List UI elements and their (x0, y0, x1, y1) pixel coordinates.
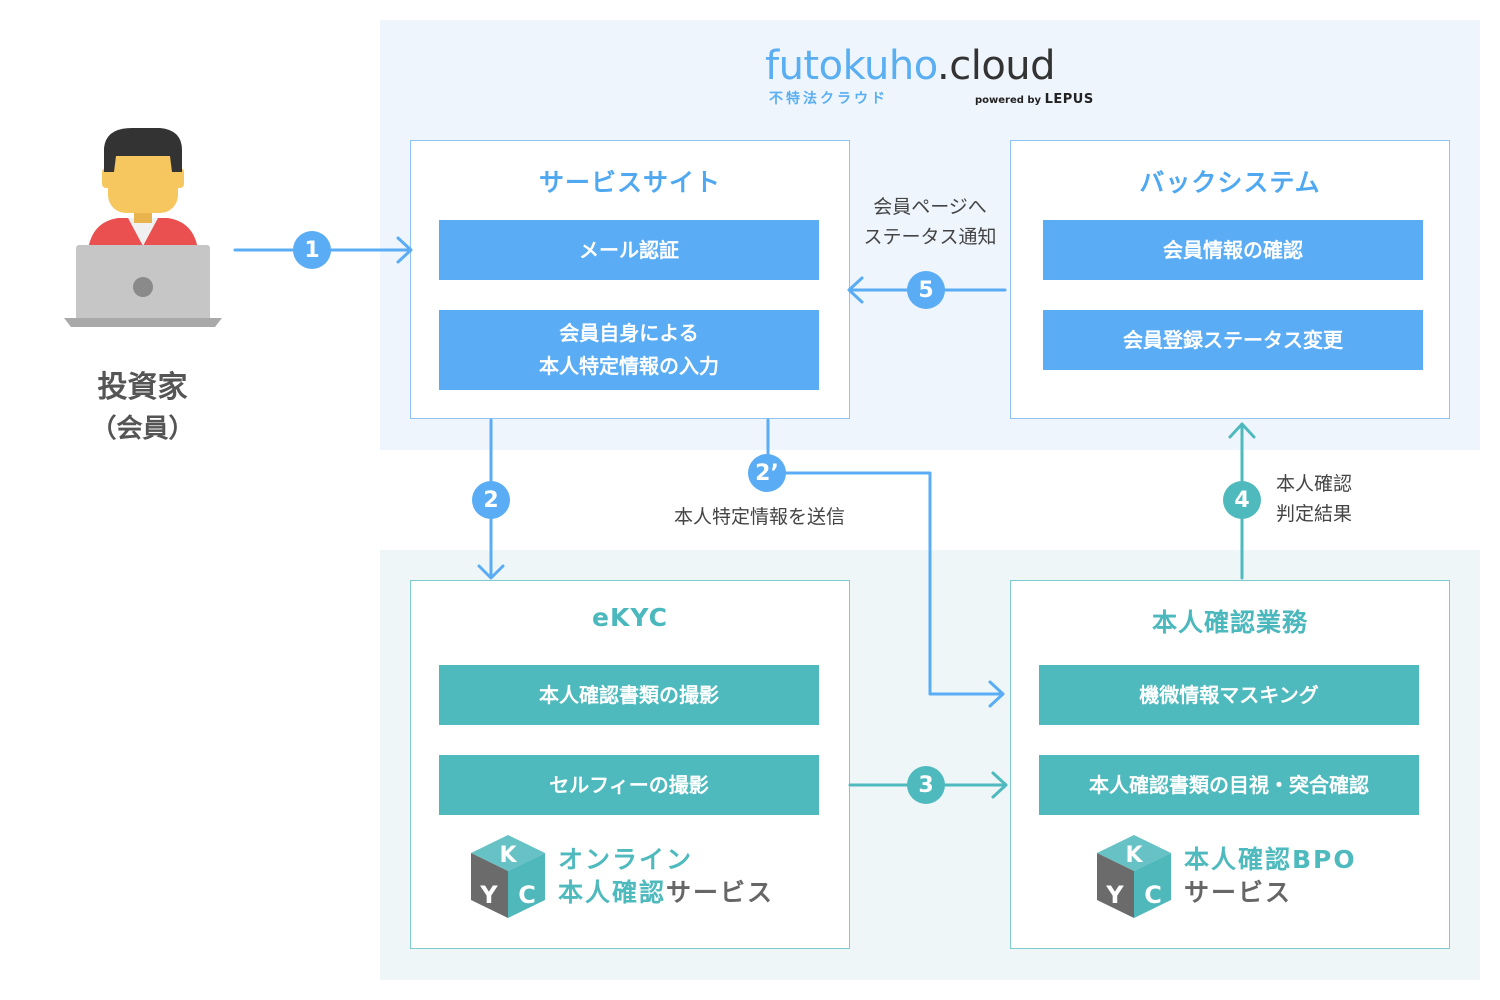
step-1-badge: 1 (293, 231, 331, 269)
arrow-step4-head (1228, 422, 1256, 439)
back-system-panel: バックシステム 会員情報の確認 会員登録ステータス変更 (1010, 140, 1450, 419)
powered-by-text: powered by (975, 95, 1042, 106)
step-2-badge: 2 (472, 481, 510, 519)
arrow-step2p (766, 418, 1004, 696)
arrow-step2p-head (988, 680, 1005, 708)
online-kyc-service-line2: 本人確認サービス (558, 876, 774, 909)
arrow-step3-head (991, 771, 1008, 799)
logo-wordmark-part1: futokuho (765, 43, 938, 89)
service-site-title: サービスサイト (538, 168, 721, 197)
investor-collar (128, 218, 158, 246)
bpo-letter-y: Y (1105, 881, 1124, 909)
selfie-photo-item: セルフィーの撮影 (439, 755, 819, 815)
powered-by-brand: LEPUS (1044, 92, 1094, 107)
back-system-title: バックシステム (1139, 168, 1321, 197)
investor-sublabel: （会員） (90, 414, 195, 444)
arrow-step1-head (396, 236, 413, 264)
investor-ear-left (102, 168, 111, 188)
status-notify-label: 会員ページへ ステータス通知 (863, 196, 997, 248)
step-4-badge: 4 (1223, 481, 1261, 519)
futokuho-cloud-logo: futokuho.cloud 不特法クラウド powered by LEPUS (765, 42, 1095, 112)
bpo-letter-k: K (1125, 843, 1143, 868)
online-kyc-service-line1: オンライン (558, 845, 694, 874)
bpo-cube-icon: K Y C (1097, 835, 1171, 918)
arrow-step2-head (477, 564, 505, 580)
verification-result-label: 本人確認 判定結果 (1276, 473, 1353, 525)
email-verification-item: メール認証 (439, 220, 819, 280)
online-kyc-service-line2a: 本人確認 (558, 878, 667, 907)
verification-work-title: 本人確認業務 (1151, 608, 1308, 637)
kyc-letter-c: C (518, 881, 536, 909)
laptop-base (64, 318, 222, 327)
bpo-letter-c: C (1144, 881, 1162, 909)
kyc-letter-k: K (499, 843, 517, 868)
step-5-badge: 5 (907, 271, 945, 309)
logo-wordmark: futokuho.cloud (765, 42, 1056, 90)
document-visual-check-item: 本人確認書類の目視・突合確認 (1039, 755, 1419, 815)
online-kyc-service-line2b: サービス (666, 878, 775, 907)
kyc-letter-y: Y (479, 881, 498, 909)
verification-work-panel: 本人確認業務 機微情報マスキング 本人確認書類の目視・突合確認 (1010, 580, 1450, 949)
investor-hair (104, 128, 182, 172)
identity-input-item: 会員自身による 本人特定情報の入力 (439, 310, 819, 390)
service-site-panel: サービスサイト メール認証 会員自身による 本人特定情報の入力 (410, 140, 850, 419)
send-identity-info-label: 本人特定情報を送信 (674, 506, 846, 528)
investor-face (108, 145, 178, 213)
member-info-check-item: 会員情報の確認 (1043, 220, 1423, 280)
logo-wordmark-part2: .cloud (937, 43, 1056, 89)
step-2-prime-badge: 2’ (748, 454, 786, 492)
bpo-service-line1: 本人確認BPO (1184, 845, 1357, 874)
bpo-service-line2: サービス (1184, 878, 1293, 907)
logo-subtitle: 不特法クラウド (769, 91, 888, 107)
document-photo-item: 本人確認書類の撮影 (439, 665, 819, 725)
kyc-cube-icon: K Y C (471, 835, 545, 918)
laptop-logo (133, 277, 153, 297)
registration-status-change-item: 会員登録ステータス変更 (1043, 310, 1423, 370)
sensitive-info-masking-item: 機微情報マスキング (1039, 665, 1419, 725)
powered-by-label: powered by LEPUS (975, 92, 1094, 107)
investor-label: 投資家 (97, 370, 188, 405)
investor-ear-right (175, 168, 184, 188)
arrow-step5-head (847, 276, 864, 304)
ekyc-title: eKYC (592, 603, 668, 632)
step-3-badge: 3 (907, 766, 945, 804)
